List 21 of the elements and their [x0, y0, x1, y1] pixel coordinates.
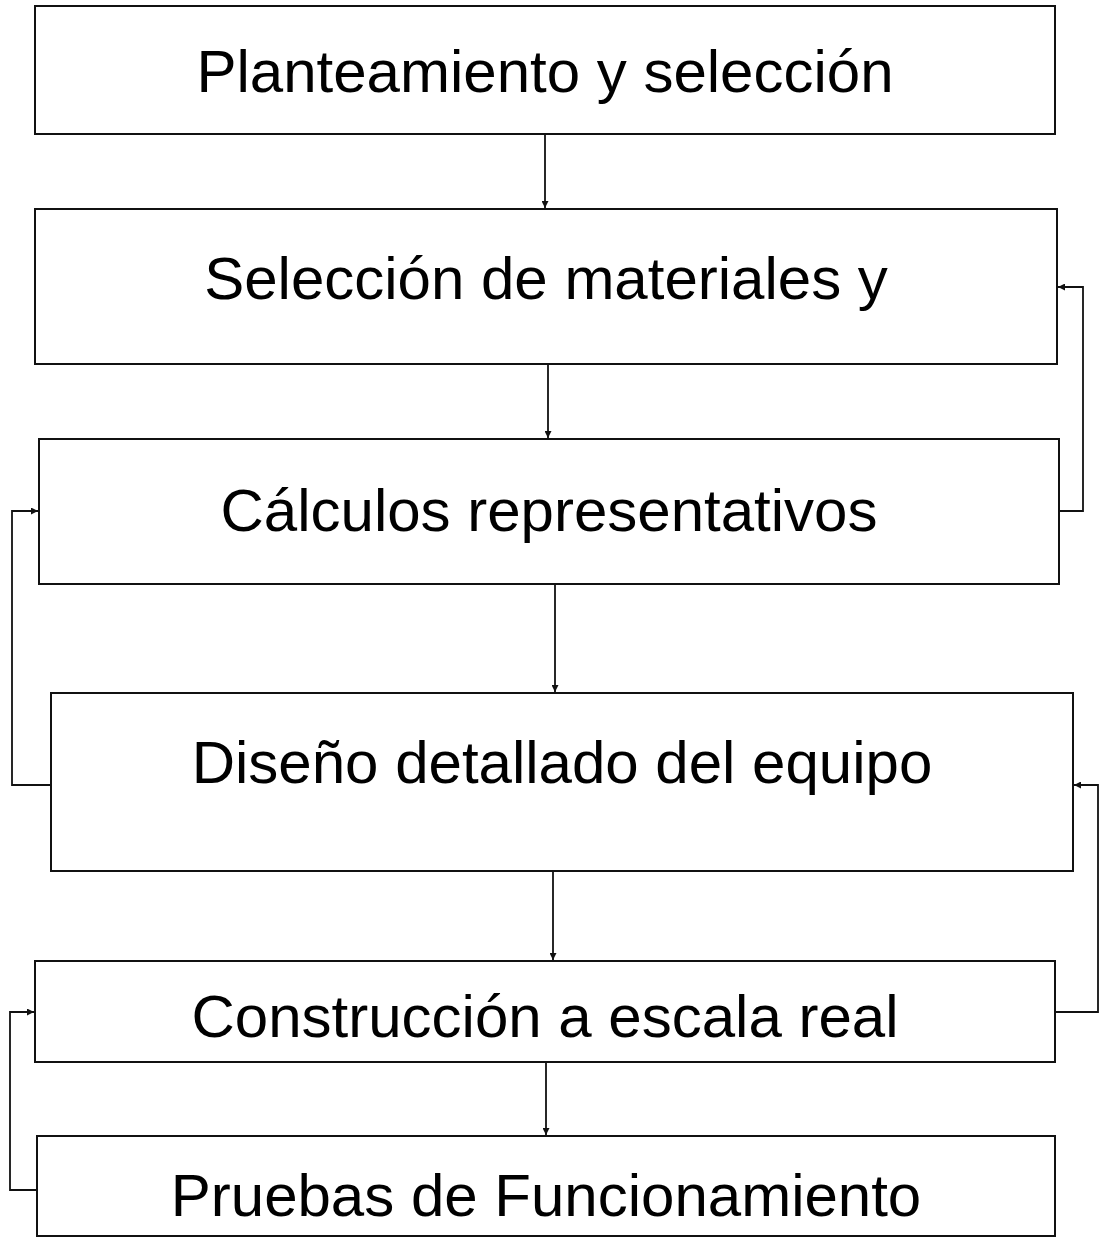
arrow	[549, 871, 557, 961]
box-label: Construcción a escala real	[191, 982, 899, 1051]
arrow	[9, 1008, 37, 1191]
box-label: Cálculos representativos	[220, 476, 878, 545]
arrow	[544, 364, 552, 439]
arrow	[1057, 283, 1084, 512]
box-label: Selección de materiales y	[204, 244, 888, 313]
arrow	[542, 1062, 550, 1136]
arrow	[541, 134, 549, 209]
box-label: Diseño detallado del equipo	[191, 728, 933, 797]
box-label: Planteamiento y selección	[196, 37, 894, 106]
process-box	[38, 438, 1060, 585]
arrow	[551, 584, 559, 693]
arrow	[11, 507, 51, 786]
process-box	[34, 5, 1056, 135]
process-box	[50, 692, 1074, 872]
arrow	[1055, 781, 1099, 1013]
box-label: Pruebas de Funcionamiento	[170, 1161, 922, 1230]
process-box	[34, 208, 1058, 365]
process-box	[36, 1135, 1056, 1237]
process-box	[34, 960, 1056, 1063]
